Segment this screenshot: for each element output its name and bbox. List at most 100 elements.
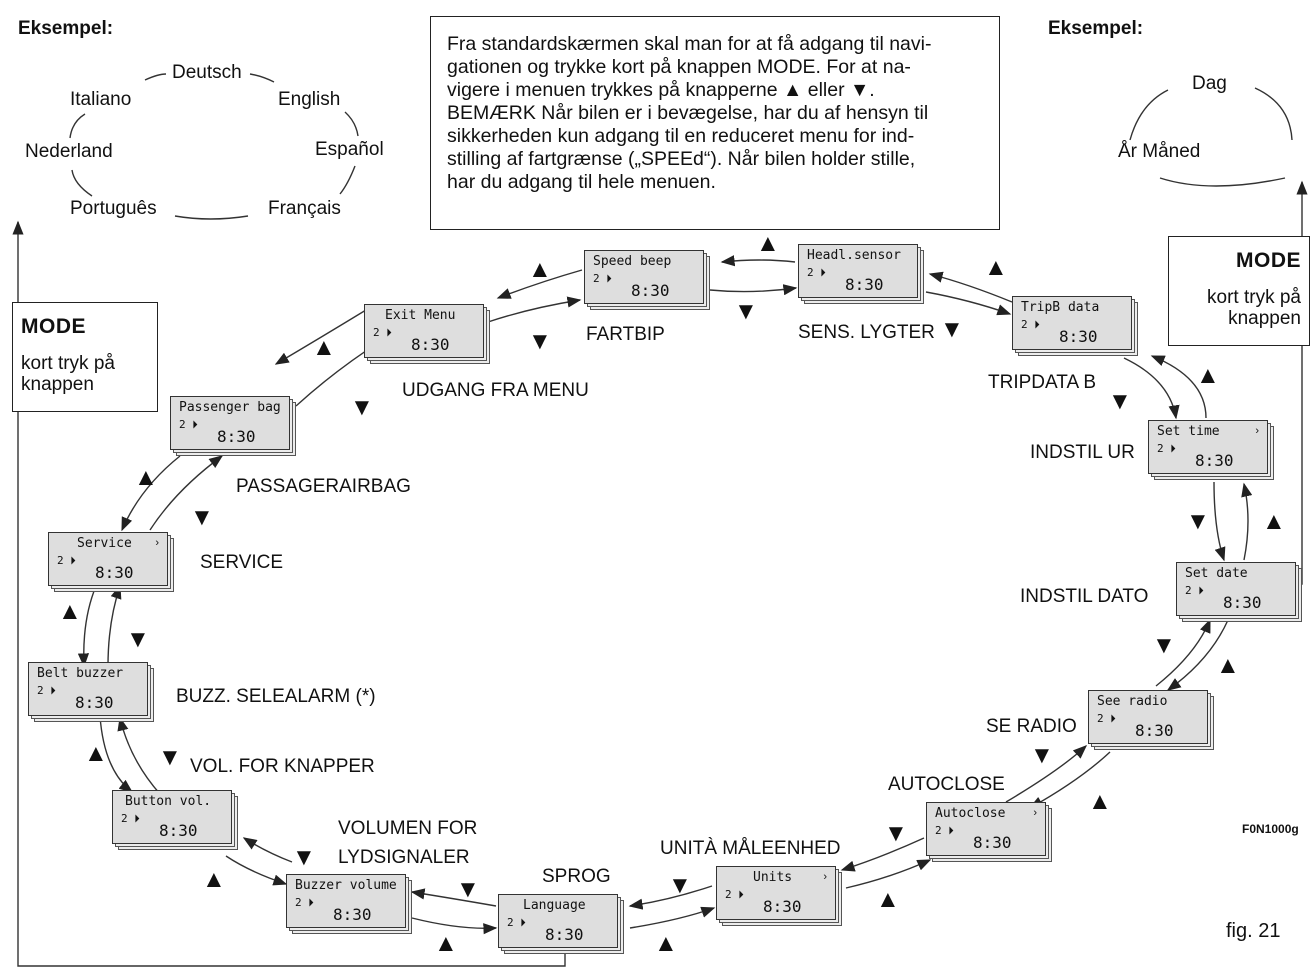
up-arrow-icon: ▲ — [202, 866, 226, 893]
up-arrow-icon: ▲ — [1088, 788, 1112, 815]
screen-title: TripB data — [1021, 300, 1100, 315]
info-box: Fra standardskærmen skal man for at få a… — [430, 16, 1000, 230]
screen-title: Exit Menu — [385, 308, 456, 323]
display-clock: 8:30 — [411, 335, 450, 354]
down-arrow-icon: ▼ — [126, 626, 150, 653]
info-line: sikkerheden kun adgang til en reduceret … — [447, 125, 915, 147]
arrow-right-icon: › — [155, 537, 159, 549]
display-icon: 2 ⏵ — [807, 266, 826, 279]
screen-label: INDSTIL UR — [1030, 442, 1135, 463]
example-right-item: Dag — [1192, 73, 1227, 94]
up-arrow-icon: ▲ — [1216, 652, 1240, 679]
display-icon: 2 ⏵ — [935, 824, 954, 837]
display-icon: 2 ⏵ — [507, 916, 526, 929]
figure-code: F0N1000g — [1242, 822, 1299, 836]
screen-title: Passenger bag — [179, 400, 281, 415]
mode-title: MODE — [1236, 249, 1301, 272]
language-option: English — [278, 89, 341, 110]
display-icon: 2 ⏵ — [1097, 712, 1116, 725]
up-arrow-icon: ▲ — [1262, 508, 1286, 535]
display-clock: 8:30 — [973, 833, 1012, 852]
screen-title: Set date — [1185, 566, 1248, 581]
mode-title: MODE — [21, 315, 86, 338]
up-arrow-icon: ▲ — [58, 598, 82, 625]
down-arrow-icon: ▼ — [158, 744, 182, 771]
screen-button-vol: Button vol. 2 ⏵ 8:30 — [112, 790, 240, 850]
example-right-item: År Måned — [1118, 141, 1201, 162]
display-clock: 8:30 — [1059, 327, 1098, 346]
screen-title: Set time — [1157, 424, 1220, 439]
screen-title: Button vol. — [125, 794, 212, 809]
up-arrow-icon: ▲ — [984, 254, 1008, 281]
figure-label: fig. 21 — [1226, 920, 1281, 942]
display-clock: 8:30 — [159, 821, 198, 840]
language-option: Deutsch — [172, 62, 242, 83]
screen-label: SE RADIO — [986, 716, 1077, 737]
up-arrow-icon: ▲ — [876, 886, 900, 913]
display-icon: 2 ⏵ — [1185, 584, 1204, 597]
arrow-right-icon: › — [1255, 425, 1259, 437]
display-icon: 2 ⏵ — [295, 896, 314, 909]
info-line: vigere i menuen trykkes på knapperne ▲ e… — [447, 79, 875, 101]
screen-label: INDSTIL DATO — [1020, 586, 1149, 607]
screen-title: Units — [753, 870, 793, 885]
language-option: Français — [268, 198, 341, 219]
language-option: Italiano — [70, 89, 132, 110]
language-option: Português — [70, 198, 157, 219]
screen-title: Headl.sensor — [807, 248, 901, 263]
down-arrow-icon: ▼ — [734, 298, 758, 325]
screen-units: Units›2 ⏵8:30 — [716, 866, 844, 926]
mode-instruction: kort tryk på — [1207, 287, 1301, 308]
display-icon: 2 ⏵ — [373, 326, 392, 339]
down-arrow-icon: ▼ — [668, 872, 692, 899]
mode-box-left: MODE kort tryk på knappen — [12, 302, 158, 412]
info-line: Fra standardskærmen skal man for at få a… — [447, 33, 932, 55]
screen-autoclose: Autoclose›2 ⏵8:30 — [926, 802, 1054, 862]
info-line: BEMÆRK Når bilen er i bevægelse, har du … — [447, 102, 929, 124]
language-option: Nederland — [25, 141, 113, 162]
display-clock: 8:30 — [217, 427, 256, 446]
screen-title: Autoclose — [935, 806, 1006, 821]
screen-label: AUTOCLOSE — [888, 774, 1005, 795]
down-arrow-icon: ▼ — [1108, 388, 1132, 415]
display-clock: 8:30 — [631, 281, 670, 300]
display-icon: 2 ⏵ — [1157, 442, 1176, 455]
up-arrow-icon: ▲ — [756, 230, 780, 257]
display-clock: 8:30 — [95, 563, 134, 582]
screen-exit-menu: Exit Menu 2 ⏵ 8:30 — [364, 304, 492, 364]
up-arrow-icon: ▲ — [528, 256, 552, 283]
display-clock: 8:30 — [75, 693, 114, 712]
display-icon: 2 ⏵ — [57, 554, 76, 567]
down-arrow-icon: ▼ — [1030, 742, 1054, 769]
up-arrow-icon: ▲ — [434, 930, 458, 957]
screen-label: SENS. LYGTER — [798, 322, 935, 343]
screen-title: See radio — [1097, 694, 1168, 709]
display-clock: 8:30 — [545, 925, 584, 944]
screen-label: PASSAGERAIRBAG — [236, 476, 411, 497]
screen-label: TRIPDATA B — [988, 372, 1097, 393]
down-arrow-icon: ▼ — [884, 820, 908, 847]
down-arrow-icon: ▼ — [292, 844, 316, 871]
screen-passenger-bag: Passenger bag 2 ⏵ 8:30 — [170, 396, 298, 456]
up-arrow-icon: ▲ — [312, 334, 336, 361]
info-line: stilling af fartgrænse („SPEEd“). Når bi… — [447, 148, 916, 170]
mode-instruction: knappen — [1228, 308, 1301, 329]
language-option: Español — [315, 139, 384, 160]
display-icon: 2 ⏵ — [37, 684, 56, 697]
display-icon: 2 ⏵ — [179, 418, 198, 431]
display-icon: 2 ⏵ — [121, 812, 140, 825]
screen-label: SPROG — [542, 866, 611, 887]
down-arrow-icon: ▼ — [1152, 632, 1176, 659]
screen-label: VOL. FOR KNAPPER — [190, 756, 375, 777]
screen-title: Buzzer volume — [295, 878, 397, 893]
screen-label: FARTBIP — [586, 324, 665, 345]
info-line: har du adgang til hele menuen. — [447, 171, 716, 193]
